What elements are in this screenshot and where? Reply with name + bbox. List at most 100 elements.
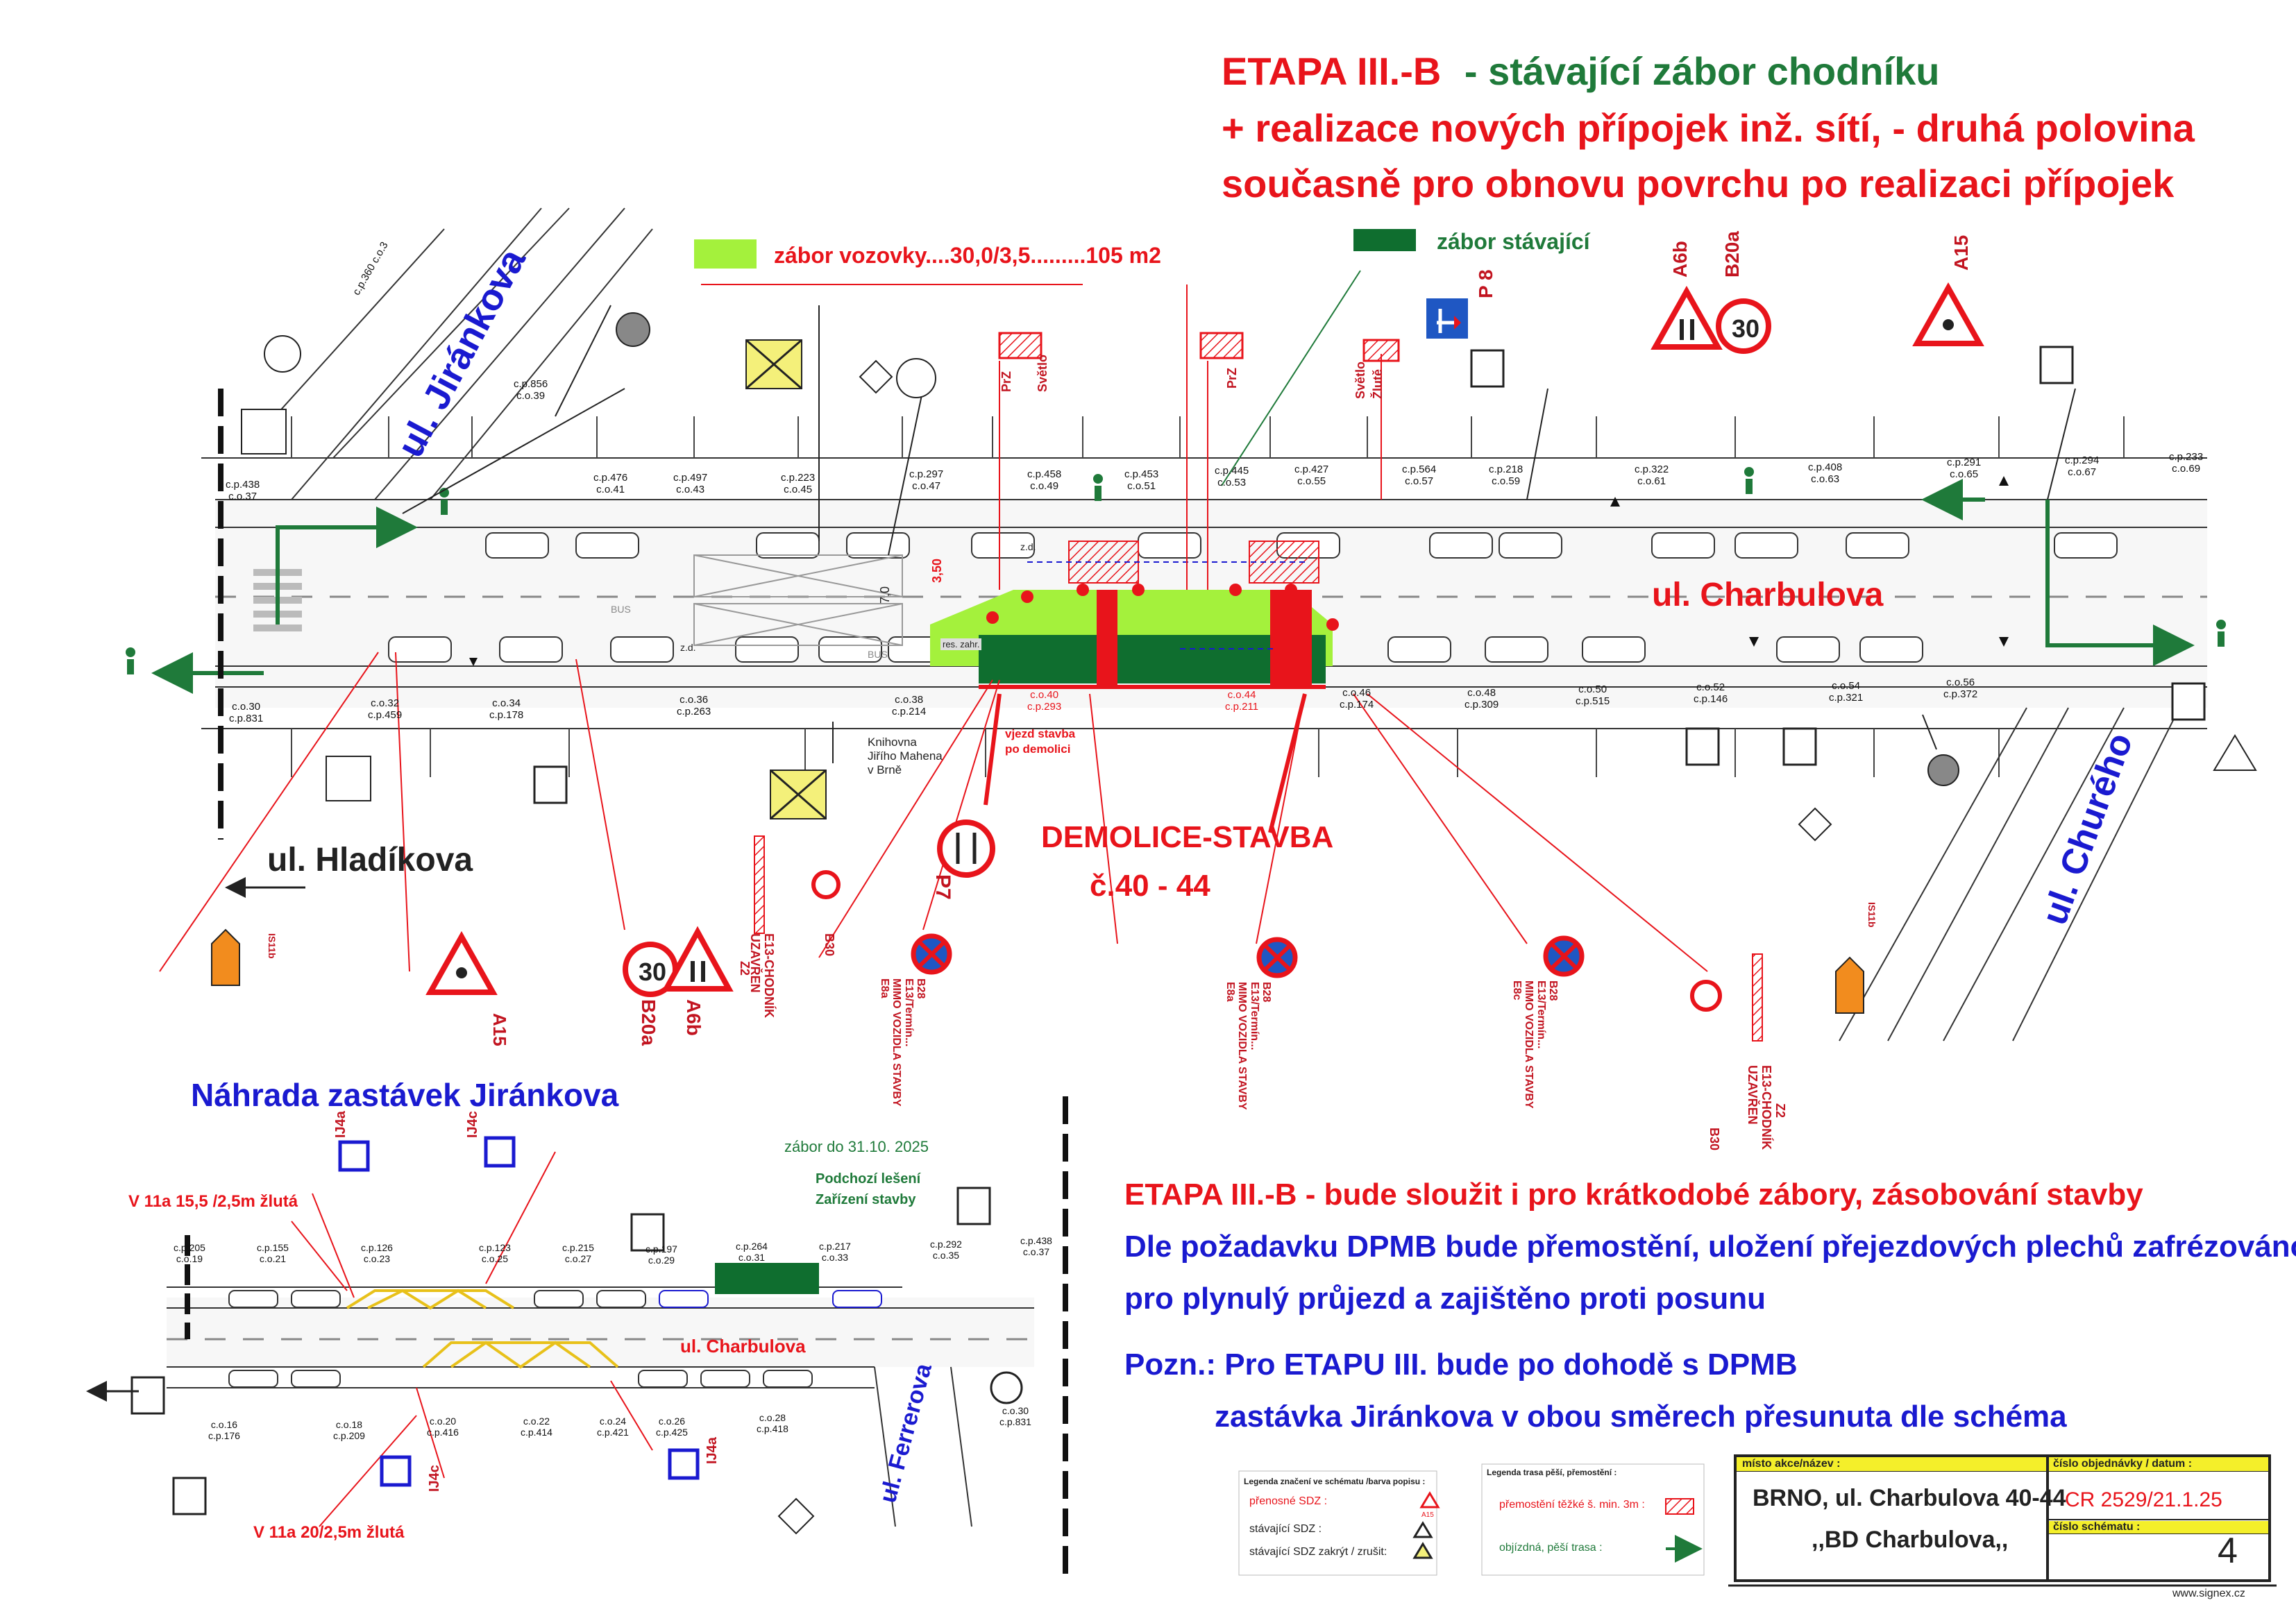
title-cislo-schematu-label: číslo schématu : [2053,1521,2141,1533]
legend-trasa-r2: objízdná, pěší trasa : [1499,1542,1603,1554]
covered-signs [745,339,827,820]
speed-30-top: 30 [1732,314,1760,343]
title-cislo-schematu: 4 [2218,1531,2238,1571]
demolice-line-1: DEMOLICE-STAVBA [1041,820,1334,854]
inset-title: Náhrada zastávek Jiránkova [191,1077,619,1113]
note-4: Pozn.: Pro ETAPU III. bude po dohodě s D… [1124,1348,1798,1382]
header-etapa: ETAPA III.-B [1222,49,1442,93]
road-occupation-area [930,541,1339,689]
title-block-header-yellow-3 [2049,1521,2268,1533]
zd-label-2: z.d. [1020,541,1036,552]
p7-sign-icon [937,819,995,878]
p7-label: P7 [931,874,954,900]
b20a-label: B20a [638,999,659,1046]
note-3: pro plynulý průjezd a zajištěno proti po… [1124,1282,1766,1316]
e8c-3: E8c [1511,980,1523,1001]
black-leader-lines [402,270,2076,763]
b28-label-2: B28 [1260,982,1272,1003]
header-line-1: ETAPA III.-B - stávající zábor chodníku [1222,52,1939,91]
e13-termin-1: E13/Termín... [903,978,915,1047]
triangle-markers [469,476,2009,666]
title-misto-label: místo akce/název : [1742,1458,1841,1470]
zlute-label: Žlutě [1371,369,1385,399]
legend-sdz-title: Legenda značení ve schématu /barva popis… [1244,1477,1426,1486]
a15-sign-icon [425,931,498,995]
zd-label-1: z.d. [680,642,696,653]
zabor-do-label: zábor do 31.10. 2025 [784,1138,929,1155]
mimo-3: MIMO VOZIDLA STAVBY [1523,980,1535,1109]
demolition-pointer-2 [984,693,1002,806]
knihovna-3: v Brně [868,763,902,776]
inset-bus-stop-plan [130,1096,1068,1582]
e8a-1: E8a [879,978,890,999]
note-2: Dle požadavku DPMB bude přemostění, ulož… [1124,1230,2296,1264]
house-dividers-south [291,729,2000,777]
mimo-2: MIMO VOZIDLA STAVBY [1236,982,1248,1110]
vjezd-label: vjezd stavba [1005,727,1076,740]
a6b-sign-icon [661,926,734,992]
b30-label-left: B30 [822,933,836,957]
podchozi-label: Podchozí lešení [816,1171,921,1187]
title-cislo-obj: CR 2529/21.1.25 [2065,1488,2222,1511]
legend-markers [1412,1491,1703,1563]
speed-30-sign-top-icon [1716,298,1771,354]
svetlo-label-2: Světlo [1353,361,1367,399]
header-zabor: - stávající zábor chodníku [1464,49,1940,93]
v11a-top-label: V 11a 15,5 /2,5m žlutá [128,1192,298,1211]
z2-label-right: Z2 [1773,1103,1787,1119]
churego-street [1839,707,2180,1042]
header-line-3: současně pro obnovu povrchu po realizaci… [1222,162,2175,205]
mimo-1: MIMO VOZIDLA STAVBY [890,978,902,1107]
a15-label: A15 [489,1013,510,1046]
legend-sdz-frame [1238,1470,1437,1576]
e8b-2: E8a [1224,982,1236,1002]
zabor-stavajici-swatch [1353,229,1416,251]
ij4c-top: IJ4c [465,1111,480,1138]
jirankova-street [249,207,653,500]
is11b-label-left: IS11b [267,933,278,959]
e13-label-left: E13-CHODNÍK [762,933,776,1019]
bus-label-2: BUS [868,649,888,660]
b28-label-1: B28 [915,978,927,999]
a6b-label: A6b [683,999,704,1036]
is11b-label-right: IS11b [1866,902,1877,928]
z2-barriers [754,835,1763,1042]
header-line-2: + realizace nových přípojek inž. sítí, -… [1222,106,2195,150]
prz-label-1: PrZ [999,371,1013,392]
knihovna-1: Knihovna [868,736,917,749]
speed-30-bottom: 30 [639,958,667,986]
legend-trasa-frame [1481,1463,1705,1576]
note-5: zastávka Jiránkova v obou směrech přesun… [1215,1400,2067,1434]
e13-termin-3: E13/Termín... [1535,980,1547,1049]
e13-label-right: E13-CHODNÍK [1759,1065,1773,1150]
title-cislo-obj-label: číslo objednávky / datum : [2053,1458,2193,1470]
uzavren-label-right: UZAVŘEN [1746,1065,1759,1125]
